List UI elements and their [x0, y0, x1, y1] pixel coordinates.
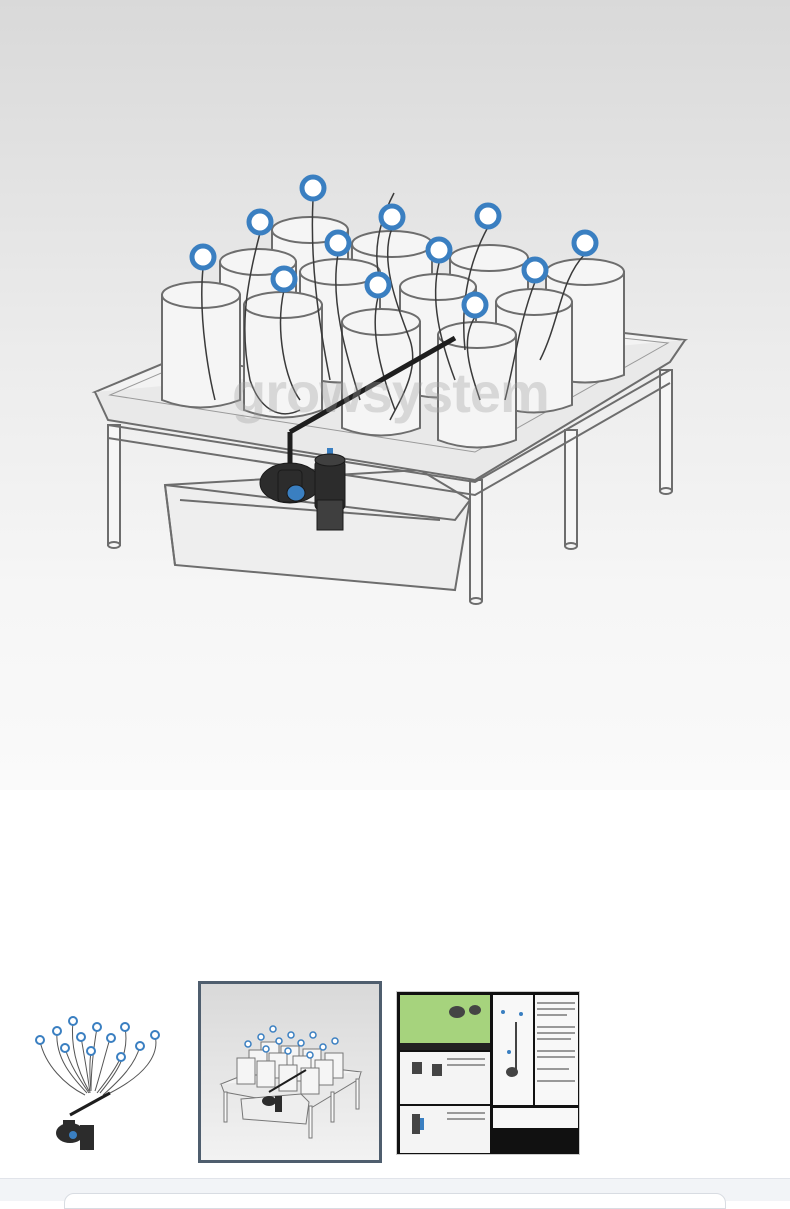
water-pump — [259, 453, 346, 531]
dripper-rings — [189, 174, 599, 319]
bottom-bar-panel — [64, 1193, 726, 1209]
table-frame — [107, 369, 671, 497]
drip-tubes — [201, 192, 586, 421]
watermark-logo: growsystem — [232, 361, 550, 424]
thumb-system-overview[interactable] — [198, 981, 382, 1163]
drip-kit-illustration — [35, 1016, 160, 1150]
instruction-sheet-illustration — [397, 992, 579, 1154]
thumb-drip-kit[interactable] — [25, 1005, 175, 1155]
thumb-instruction-sheet[interactable] — [396, 991, 580, 1155]
hydroponic-system-illustration — [91, 174, 689, 605]
thumbnail-strip — [0, 975, 790, 1175]
system-overview-illustration — [219, 1025, 363, 1139]
bottom-browser-bar — [0, 1178, 790, 1209]
main-product-image: growsystem — [0, 0, 790, 790]
